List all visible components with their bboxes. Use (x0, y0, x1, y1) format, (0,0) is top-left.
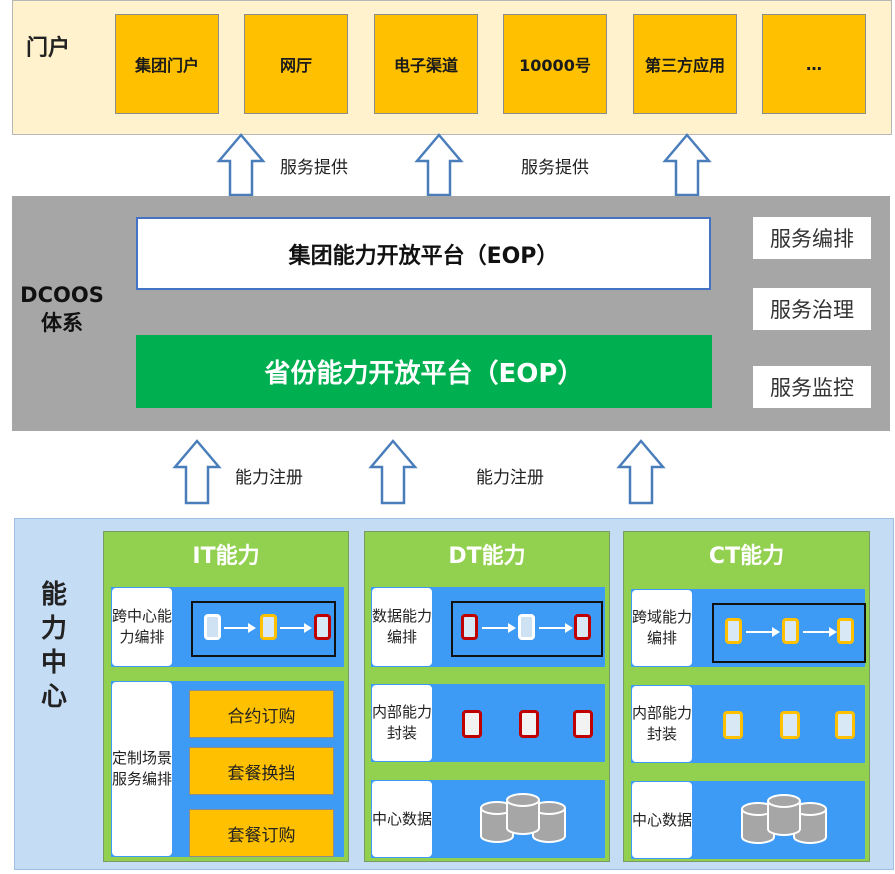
flow-node-icon (204, 614, 221, 640)
dt-capability-column: DT能力 数据能力编排 内部能力封装 中心数据 (364, 531, 610, 862)
capability-center-title: 能力中心 (34, 578, 74, 714)
province-eop-platform[interactable]: 省份能力开放平台（EOP） (136, 335, 712, 408)
flow-arrow-icon (539, 623, 573, 633)
dt-data-label: 中心数据 (372, 781, 432, 857)
database-icon (480, 793, 566, 843)
service-governance-box[interactable]: 服务治理 (753, 288, 871, 330)
database-icon (741, 794, 827, 844)
service-orchestration-box[interactable]: 服务编排 (753, 217, 871, 259)
ct-flow-diagram (712, 603, 866, 663)
flow-node-icon (782, 618, 799, 644)
capability-center-title-text: 能力中心 (40, 580, 67, 712)
capability-node-icon (519, 710, 539, 738)
flow-arrow-icon (482, 623, 516, 633)
portal-item-web-hall[interactable]: 网厅 (244, 14, 348, 114)
capability-node-icon (462, 710, 482, 738)
flow-node-icon (725, 618, 742, 644)
flow-node-icon (518, 614, 535, 640)
portal-item-third-party[interactable]: 第三方应用 (633, 14, 737, 114)
portal-item-e-channel[interactable]: 电子渠道 (374, 14, 478, 114)
it-column-title: IT能力 (192, 544, 260, 569)
flow-arrow-icon (746, 627, 780, 637)
package-switch-button[interactable]: 套餐换挡 (189, 747, 334, 795)
flow-node-icon (461, 614, 478, 640)
contract-order-button[interactable]: 合约订购 (189, 690, 334, 738)
portal-item-group-portal[interactable]: 集团门户 (115, 14, 219, 114)
ct-capability-column: CT能力 跨域能力编排 内部能力封装 中心数据 (623, 531, 870, 862)
capability-register-label: 能力注册 (476, 468, 544, 488)
service-provide-label: 服务提供 (280, 158, 348, 178)
up-arrow-icon (216, 133, 266, 197)
up-arrow-icon (662, 133, 712, 197)
up-arrow-icon (368, 439, 418, 505)
capability-node-icon (723, 711, 743, 739)
capability-node-icon (835, 711, 855, 739)
dt-column-title: DT能力 (448, 544, 526, 569)
dt-flow-diagram (451, 601, 603, 657)
flow-arrow-icon (803, 627, 837, 637)
service-monitoring-box[interactable]: 服务监控 (753, 366, 871, 408)
it-flow-diagram (191, 601, 336, 657)
flow-node-icon (837, 618, 854, 644)
package-order-button[interactable]: 套餐订购 (189, 809, 334, 857)
dt-orchestration-label: 数据能力编排 (372, 588, 432, 666)
up-arrow-icon (616, 439, 666, 505)
up-arrow-icon (414, 133, 464, 197)
capability-node-icon (780, 711, 800, 739)
group-eop-platform[interactable]: 集团能力开放平台（EOP） (136, 217, 711, 290)
portal-item-10000[interactable]: 10000号 (503, 14, 607, 114)
dt-encapsulation-label: 内部能力封装 (372, 685, 432, 761)
it-scene-label: 定制场景服务编排 (112, 682, 172, 856)
ct-data-label: 中心数据 (632, 782, 692, 858)
flow-arrow-icon (224, 623, 256, 633)
dcoos-title: DCOOS 体系 (20, 283, 104, 335)
flow-node-icon (314, 614, 331, 640)
up-arrow-icon (172, 439, 222, 505)
it-cross-center-label: 跨中心能力编排 (112, 588, 172, 666)
capability-node-icon (573, 710, 593, 738)
portal-item-more[interactable]: … (762, 14, 866, 114)
flow-node-icon (574, 614, 591, 640)
capability-register-label: 能力注册 (235, 468, 303, 488)
flow-node-icon (260, 614, 277, 640)
portal-title: 门户 (26, 36, 71, 61)
ct-column-title: CT能力 (708, 544, 785, 569)
flow-arrow-icon (280, 623, 312, 633)
ct-encapsulation-label: 内部能力封装 (632, 686, 692, 762)
service-provide-label: 服务提供 (521, 158, 589, 178)
ct-orchestration-label: 跨域能力编排 (632, 590, 692, 666)
